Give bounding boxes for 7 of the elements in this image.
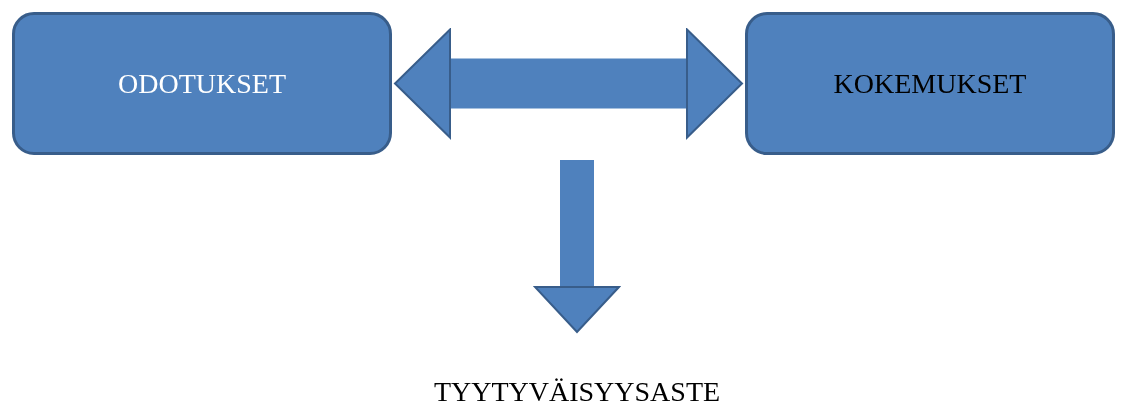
box-label: KOKEMUKSET [833, 66, 1027, 101]
double-arrow [394, 28, 743, 139]
down-arrow [534, 160, 620, 333]
rounded-box [12, 12, 392, 155]
box-label: ODOTUKSET [118, 66, 286, 101]
result-label: TYYTYVÄISYYSASTE [433, 375, 721, 409]
rounded-box [745, 12, 1115, 155]
